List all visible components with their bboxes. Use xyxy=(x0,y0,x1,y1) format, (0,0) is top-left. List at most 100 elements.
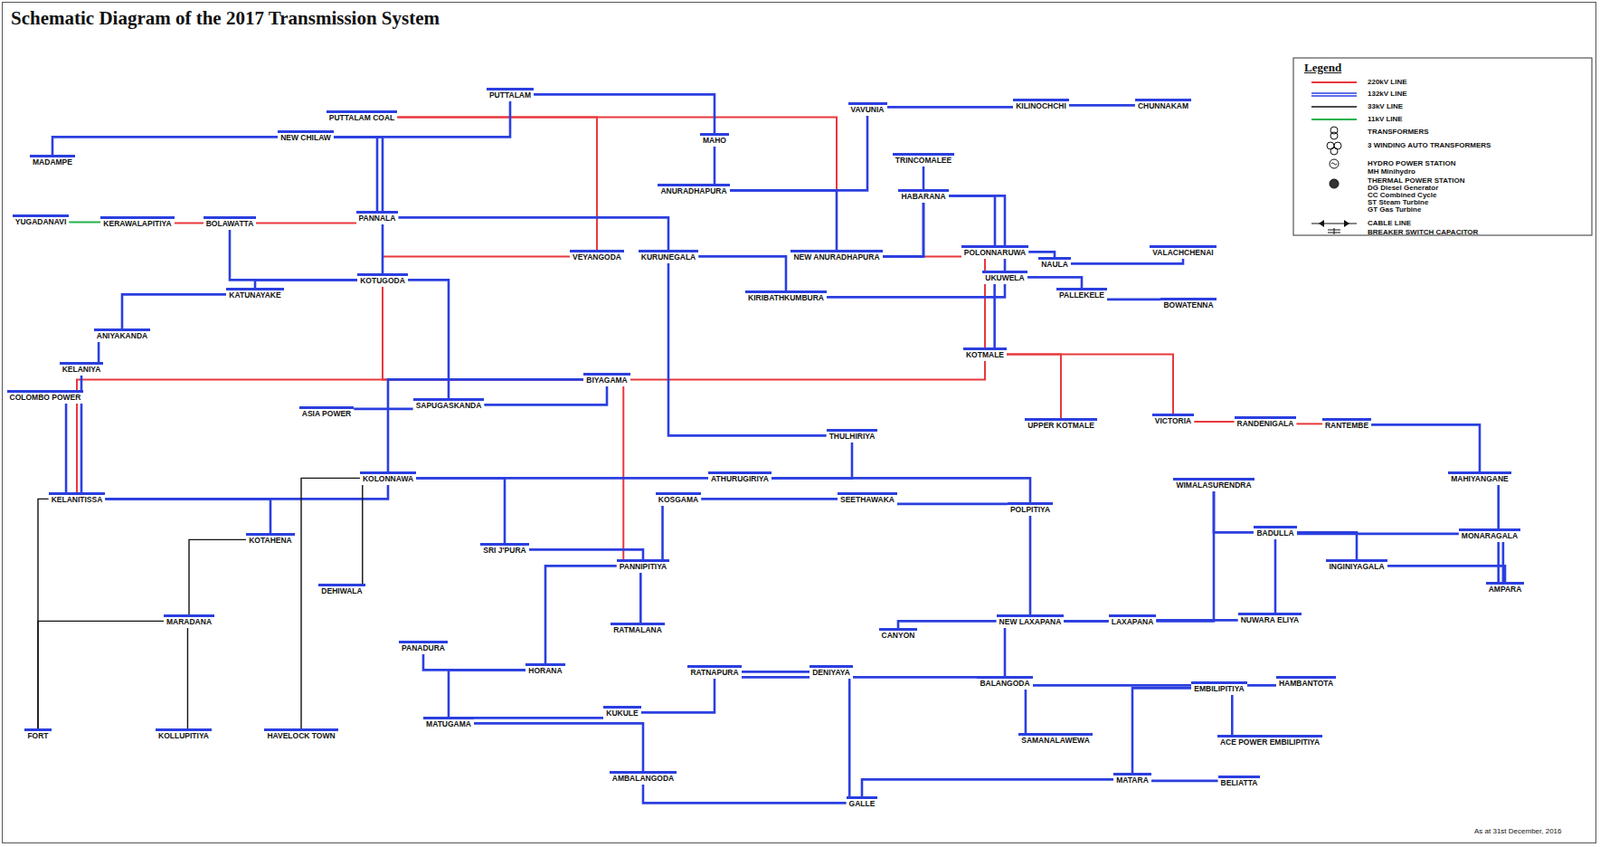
transmission-line xyxy=(189,539,247,615)
transmission-line xyxy=(533,94,715,133)
auto-transformer-symbol xyxy=(1330,147,1338,155)
substation-bus: BOWATENNA xyxy=(1160,297,1216,312)
transmission-line xyxy=(255,279,358,288)
transmission-line xyxy=(37,498,49,729)
substation-bus: AMPARA xyxy=(1486,581,1525,596)
station-name: PUTTALAM COAL xyxy=(329,113,396,124)
substation-bus: HAVELOCK TOWN xyxy=(264,728,338,742)
transmission-line xyxy=(1230,694,1234,735)
substation-bus: WIMALASURENDRA xyxy=(1173,477,1254,492)
transmission-line xyxy=(1024,689,1028,733)
date-note: As at 31st December, 2016 xyxy=(1474,826,1563,835)
transmission-line xyxy=(416,477,505,543)
station-name: NEW CHILAW xyxy=(280,133,332,143)
substation-bus: SRI J'PURA xyxy=(480,542,529,557)
transmission-line xyxy=(104,484,389,500)
substation-bus: PALLEKELE xyxy=(1056,287,1108,302)
transmission-line xyxy=(483,386,607,406)
substation-bus: KERAWALAPITIYA xyxy=(100,216,174,230)
transmission-line xyxy=(388,378,584,472)
auto-transformer-symbol xyxy=(1326,142,1335,150)
station-name: KATUNAYAKE xyxy=(228,291,281,301)
capacitor-symbol xyxy=(1327,232,1341,234)
substation-bus: MADAMPE xyxy=(29,154,76,169)
substation-bus: KOLLUPITIYA xyxy=(155,728,212,742)
station-name: HAVELOCK TOWN xyxy=(266,731,335,741)
legend-entry: DG Diesel Generator xyxy=(1367,183,1439,192)
substation-bus: INGINIYAGALA xyxy=(1325,558,1387,573)
transmission-line xyxy=(639,572,643,623)
substation-bus: FORT xyxy=(24,728,51,742)
substation-bus: KOSGAMA xyxy=(655,492,701,506)
legend-entry: THERMAL POWER STATION xyxy=(1367,176,1466,185)
station-name: RANTEMBE xyxy=(1325,421,1369,431)
station-name: BADULLA xyxy=(1256,529,1294,539)
line-sample xyxy=(1311,92,1357,95)
substation-bus: UKUWELA xyxy=(982,270,1027,285)
substation-bus: NUWARA ELIYA xyxy=(1238,612,1303,626)
transmission-line xyxy=(1296,422,1323,425)
transmission-line xyxy=(641,678,715,713)
station-name: VICTORIA xyxy=(1155,416,1192,427)
substation-bus: ACE POWER EMBILIPITIYA xyxy=(1217,734,1323,748)
transmission-line xyxy=(333,136,378,211)
station-name: KELANITISSA xyxy=(51,495,104,505)
substation-bus: DENIYAYA xyxy=(809,664,853,679)
legend-box xyxy=(1293,57,1592,236)
substation-bus: EMBILIPITIYA xyxy=(1191,681,1247,695)
transmission-line xyxy=(882,255,985,348)
legend-entry: BREAKER SWITCH CAPACITOR xyxy=(1367,227,1478,237)
transmission-line xyxy=(473,716,604,720)
transmission-line xyxy=(698,255,786,291)
transmission-line xyxy=(1032,683,1193,687)
transmission-line xyxy=(361,484,363,584)
substation-bus: KILINOCHCHI xyxy=(1013,98,1070,113)
transmission-line xyxy=(1297,532,1459,536)
transmission-line xyxy=(1107,298,1162,302)
transmission-line xyxy=(473,722,644,771)
transmission-line xyxy=(622,386,625,559)
transmission-line xyxy=(1069,104,1136,107)
station-name: EMBILIPITIYA xyxy=(1193,684,1244,694)
station-name: NAULA xyxy=(1041,260,1069,270)
thermal-symbol xyxy=(1329,179,1339,189)
station-name: RATNAPURA xyxy=(690,668,739,678)
legend-entry: TRANSFORMERS xyxy=(1367,127,1430,136)
station-name: KOLLUPITIYA xyxy=(158,731,209,741)
substation-bus: DEHIWALA xyxy=(318,583,365,597)
station-name: MARADANA xyxy=(166,617,212,627)
transmission-line xyxy=(423,653,526,671)
station-name: KOTAHENA xyxy=(248,536,293,546)
substation-bus: KURUNEGALA xyxy=(638,249,699,264)
station-name: HAMBANTOTA xyxy=(1278,679,1334,689)
transmission-line xyxy=(174,222,383,274)
transmission-line xyxy=(897,502,1008,506)
station-name: DEHIWALA xyxy=(321,586,362,597)
station-name: ASIA POWER xyxy=(302,409,351,419)
station-name: VEYANGODA xyxy=(572,253,622,263)
substation-bus: PANADURA xyxy=(398,640,448,654)
station-name: POLPITIYA xyxy=(1010,505,1051,515)
station-name: POLONNARUWA xyxy=(964,248,1026,258)
station-name: KOTUGODA xyxy=(359,276,406,286)
station-name: HABARANA xyxy=(900,192,946,202)
station-name: NUWARA ELIYA xyxy=(1240,615,1300,625)
substation-bus: KOTUGODA xyxy=(357,273,408,287)
transmission-line xyxy=(1029,515,1032,615)
transmission-line xyxy=(229,229,358,281)
transmission-line xyxy=(898,620,997,628)
substation-bus: LAXAPANA xyxy=(1108,614,1157,628)
legend-entry: CABLE LINE xyxy=(1367,218,1411,228)
transmission-line xyxy=(1387,565,1506,582)
transmission-line xyxy=(668,263,827,436)
station-name: PUTTALAM xyxy=(489,91,531,101)
substation-bus: HORANA xyxy=(525,662,565,677)
station-name: PANNIPITIYA xyxy=(619,562,667,572)
transmission-line xyxy=(741,670,811,673)
substation-bus: THULHIRIYA xyxy=(826,428,879,443)
station-name: KOTMALE xyxy=(965,350,1004,360)
substation-bus: BALANGODA xyxy=(976,675,1032,690)
substation-bus: BELIATTA xyxy=(1218,775,1261,789)
substation-bus: ASIA POWER xyxy=(299,406,354,420)
transmission-line xyxy=(882,166,924,257)
